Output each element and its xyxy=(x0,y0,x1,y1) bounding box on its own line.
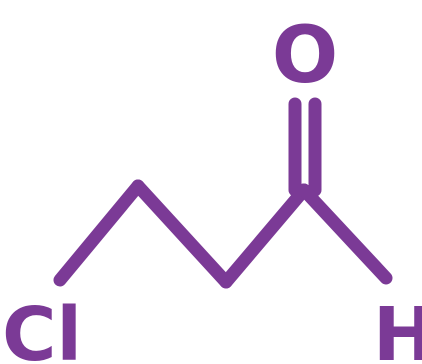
bond-cl-c1 xyxy=(53,179,145,287)
atom-label-chlorine: Cl xyxy=(2,292,82,364)
atom-label-hydrogen: H xyxy=(373,292,422,364)
bond-c2-c3 xyxy=(219,183,311,289)
atom-label-oxygen: O xyxy=(272,11,338,101)
bond-c1-c2 xyxy=(131,179,233,289)
bond-c3-h xyxy=(297,183,393,285)
bond-lines xyxy=(53,97,393,289)
